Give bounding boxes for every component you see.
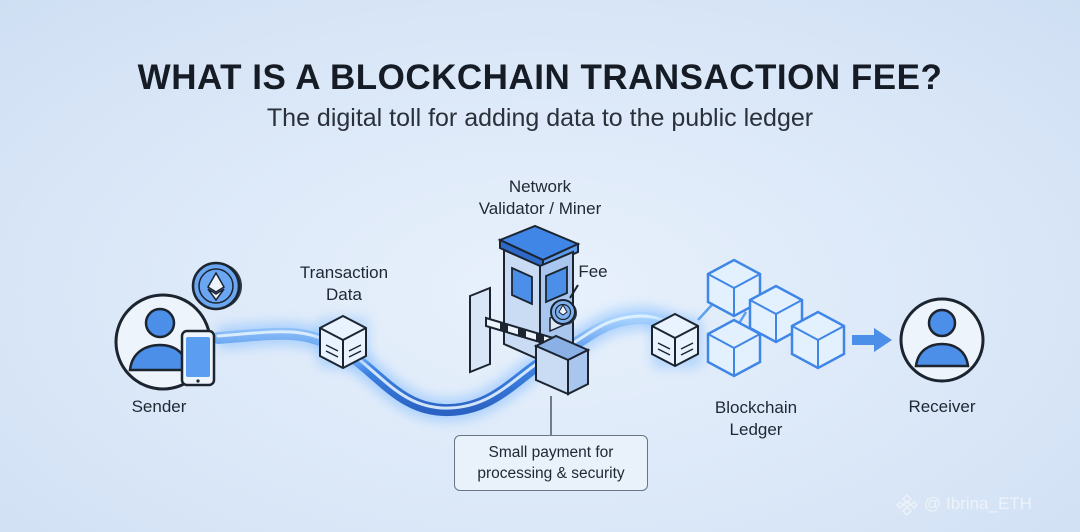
receiver-avatar-icon <box>899 297 985 383</box>
watermark-text: @ Ibrina_ETH <box>924 494 1032 513</box>
ledger-label-line1: Blockchain <box>714 398 798 417</box>
network-label-line2: Validator / Miner <box>478 199 602 218</box>
watermark: @ Ibrina_ETH <box>896 493 1032 515</box>
page-subtitle: The digital toll for adding data to the … <box>266 104 814 132</box>
toll-booth-icon <box>469 224 591 396</box>
fee-note-box: Small payment for processing & security <box>454 435 648 491</box>
sender-label: Sender <box>131 397 187 416</box>
ledger-label-line2: Ledger <box>729 420 783 439</box>
fee-note-line1: Small payment for <box>488 444 614 461</box>
data-block-icon <box>318 314 368 370</box>
binance-logo-icon <box>896 494 918 515</box>
ledger-block-icon <box>706 318 762 378</box>
phone-icon <box>180 329 216 387</box>
tx-label-line1: Transaction <box>299 263 389 282</box>
fee-label: Fee <box>578 262 608 281</box>
fee-note-line2: processing & security <box>477 465 625 482</box>
ledger-block-icon <box>651 312 702 368</box>
page-title: WHAT IS A BLOCKCHAIN TRANSACTION FEE? <box>137 58 943 97</box>
receiver-label: Receiver <box>908 397 976 416</box>
blockchain-ledger-label: Blockchain Ledger <box>690 397 822 441</box>
arrow-right-icon <box>852 328 892 352</box>
data-stream <box>212 307 696 422</box>
transaction-data-label: Transaction Data <box>284 262 404 306</box>
fee-coin-icon <box>550 284 579 325</box>
network-validator-label: Network Validator / Miner <box>460 176 620 220</box>
ethereum-coin-icon <box>191 261 242 311</box>
network-label-line1: Network <box>508 177 572 196</box>
tx-label-line2: Data <box>326 285 362 304</box>
ledger-block-icon <box>790 310 846 370</box>
